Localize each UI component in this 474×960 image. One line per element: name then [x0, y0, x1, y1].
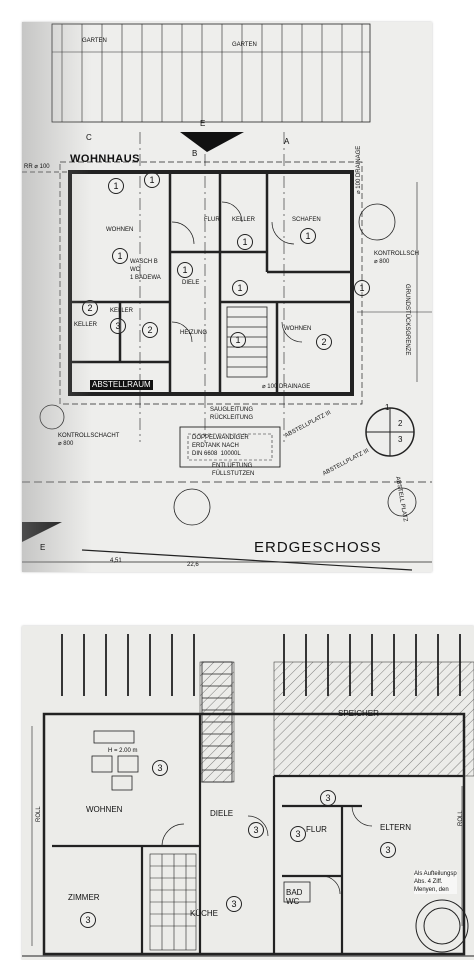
- room-diele: DIELE: [182, 280, 200, 286]
- room-wohnen-right: WOHNEN: [284, 326, 312, 332]
- room-schlafen: SCHAFEN: [292, 217, 321, 223]
- room-wohnen: WOHNEN: [86, 805, 123, 814]
- label-wohnhaus: WOHNHAUS: [70, 153, 140, 165]
- label-garten-left: GARTEN: [82, 38, 107, 44]
- label-grundstuecksgrenze: GRUNDSTÜCKSGRENZE: [404, 284, 410, 356]
- room-mark: 1: [230, 332, 246, 348]
- room-zimmer: ZIMMER: [68, 893, 100, 902]
- room-keller-left: KELLER: [74, 322, 98, 328]
- approval-stamp-text: Als Aufteilungsp Abs. 4 Ziff. Menyen, de…: [414, 870, 457, 894]
- label-section-e-top: E: [200, 119, 206, 128]
- room-mark: 3: [152, 760, 168, 776]
- label-height: H = 2.00 m: [108, 748, 138, 754]
- compass-3: 3: [398, 435, 403, 444]
- label-drainage-bottom: ⌀ 100 DRAINAGE: [262, 384, 311, 390]
- label-section-a: A: [284, 137, 290, 146]
- upper-floor-plan-sheet: SPEICHER H = 2.00 m WOHNEN DIELE FLUR EL…: [22, 626, 474, 960]
- room-mark: 3: [110, 318, 126, 334]
- label-drainage-right: ⌀ 100 DRAINAGE: [356, 145, 362, 194]
- room-mark: 3: [320, 790, 336, 806]
- room-mark: 1: [300, 228, 316, 244]
- room-mark: 3: [380, 842, 396, 858]
- room-mark: 2: [316, 334, 332, 350]
- label-section-e-bottom: E: [40, 543, 46, 552]
- compass-1: 1: [385, 403, 390, 412]
- room-mark: 1: [237, 234, 253, 250]
- room-mark: 1: [232, 280, 248, 296]
- ground-floor-plan-sheet: GARTEN GARTEN C E A B WOHNHAUS RR ⌀ 100 …: [22, 22, 432, 572]
- room-bad-wc: BAD WC: [286, 888, 303, 906]
- room-wasch: WASCH B WC 1 BADEWA: [130, 259, 161, 281]
- room-wohnen-left: WOHNEN: [106, 227, 134, 233]
- room-abstellraum: ABSTELLRAUM: [90, 380, 153, 390]
- room-mark: 3: [248, 822, 264, 838]
- room-mark: 3: [290, 826, 306, 842]
- label-section-b: B: [192, 149, 198, 158]
- room-mark: 2: [142, 322, 158, 338]
- room-keller-top: KELLER: [232, 217, 256, 223]
- label-kontrollschacht-right: KONTROLLSCH ⌀ 800: [374, 251, 420, 265]
- room-speicher: SPEICHER: [338, 709, 379, 718]
- ground-floor-drawing: [22, 23, 432, 571]
- dim-bottom: 4,51: [110, 558, 122, 564]
- upper-floor-drawing: [22, 634, 474, 957]
- label-kontrollschacht-left: KONTROLLSCHACHT ⌀ 800: [58, 433, 120, 447]
- label-tank: DOPPELWANDIGER ERDTANK NACH DIN 6608 100…: [192, 435, 249, 457]
- label-rr-dim: RR ⌀ 100: [24, 164, 50, 170]
- room-mark: 1: [177, 262, 193, 278]
- label-roll-right: ROLL: [458, 810, 464, 826]
- room-flur: FLUR: [204, 217, 220, 223]
- room-mark: 2: [82, 300, 98, 316]
- label-saugleitung: SAUGLEITUNG RÜCKLEITUNG: [210, 407, 254, 421]
- room-mark: 1: [108, 178, 124, 194]
- room-flur: FLUR: [306, 825, 327, 834]
- label-garten-right: GARTEN: [232, 42, 257, 48]
- label-section-c: C: [86, 133, 92, 142]
- room-mark: 1: [112, 248, 128, 264]
- dim-bottom-2: 22,6: [187, 562, 199, 568]
- room-heizung: HEIZUNG: [180, 330, 207, 336]
- room-keller-mid: KELLER: [110, 308, 134, 314]
- room-eltern: ELTERN: [380, 823, 411, 832]
- room-mark: 3: [80, 912, 96, 928]
- room-diele: DIELE: [210, 809, 234, 818]
- room-kueche: KÜCHE: [190, 909, 219, 918]
- room-mark: 1: [354, 280, 370, 296]
- compass-2: 2: [398, 419, 403, 428]
- label-roll-left: ROLL: [36, 806, 42, 822]
- room-mark: 1: [144, 172, 160, 188]
- label-entlueftung: ENTLÜFTUNG FÜLLSTUTZEN: [212, 463, 255, 477]
- room-mark: 3: [226, 896, 242, 912]
- title-erdgeschoss: ERDGESCHOSS: [254, 539, 382, 556]
